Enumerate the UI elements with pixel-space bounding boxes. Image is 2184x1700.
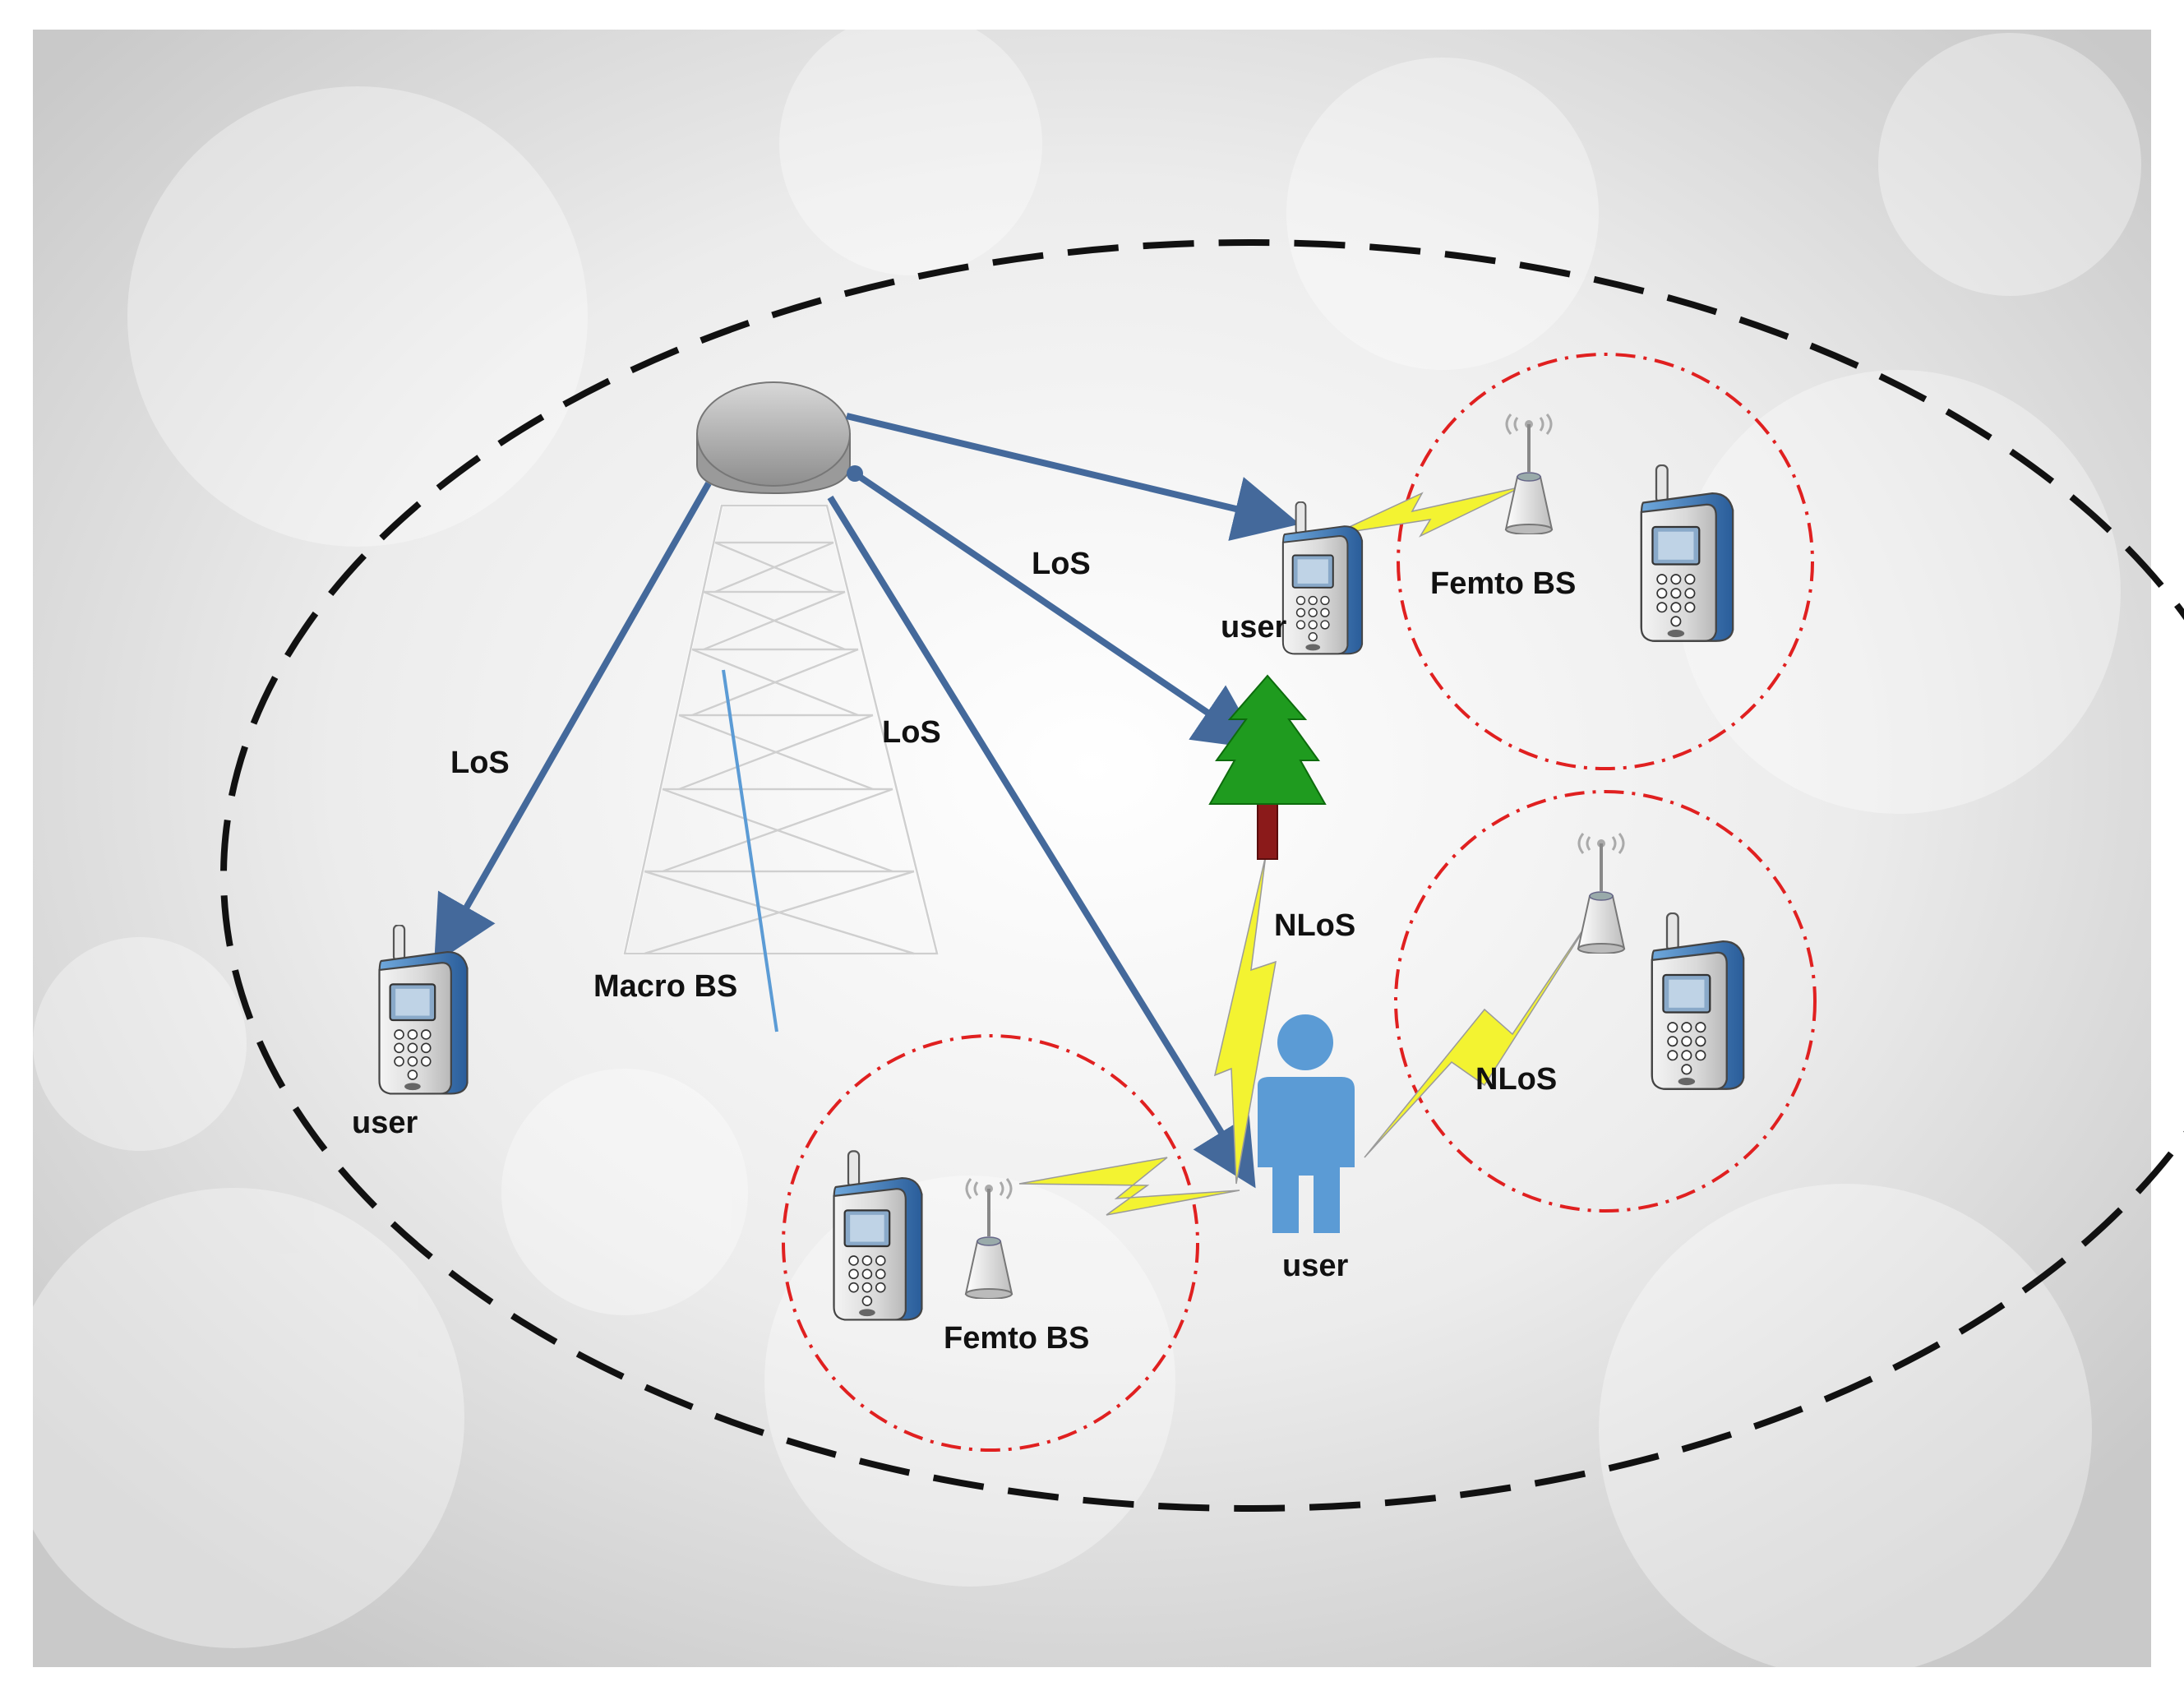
label-user-top: user [1221, 610, 1286, 644]
los-link-tree [852, 470, 1262, 750]
femto-cell-bottom [782, 1034, 1199, 1452]
bolt-femto-right [1364, 902, 1602, 1158]
wireless-links [1018, 486, 1602, 1216]
los-link-left [434, 482, 712, 964]
label-los-upper: LoS [1032, 547, 1091, 581]
femto-cell-top [1397, 353, 1814, 770]
femto-cell-boundaries [782, 353, 1817, 1452]
label-user-left: user [352, 1106, 418, 1140]
label-femto-bs-bottom: Femto BS [944, 1321, 1089, 1356]
femto-cell-right [1394, 790, 1817, 1213]
person-icon [1258, 1014, 1355, 1233]
label-femto-bs-top: Femto BS [1430, 566, 1576, 601]
label-user-center: user [1282, 1249, 1348, 1283]
label-macro-bs: Macro BS [593, 969, 737, 1004]
label-nlos-femto: NLoS [1475, 1062, 1557, 1097]
label-los-left: LoS [450, 746, 510, 780]
bolt-tree-user [1213, 854, 1277, 1185]
tree-icon [1208, 674, 1327, 860]
los-link-upper [846, 413, 1300, 541]
los-link-user [827, 495, 1256, 1189]
bolt-femto-bottom [1018, 1157, 1240, 1216]
los-links [434, 413, 1300, 1189]
macro-cell-boundary [220, 239, 2184, 1512]
tower-feed-line [722, 669, 778, 1032]
macro-bs-dome [696, 381, 851, 495]
label-los-middle: LoS [882, 715, 941, 750]
label-nlos-tree: NLoS [1274, 908, 1355, 943]
